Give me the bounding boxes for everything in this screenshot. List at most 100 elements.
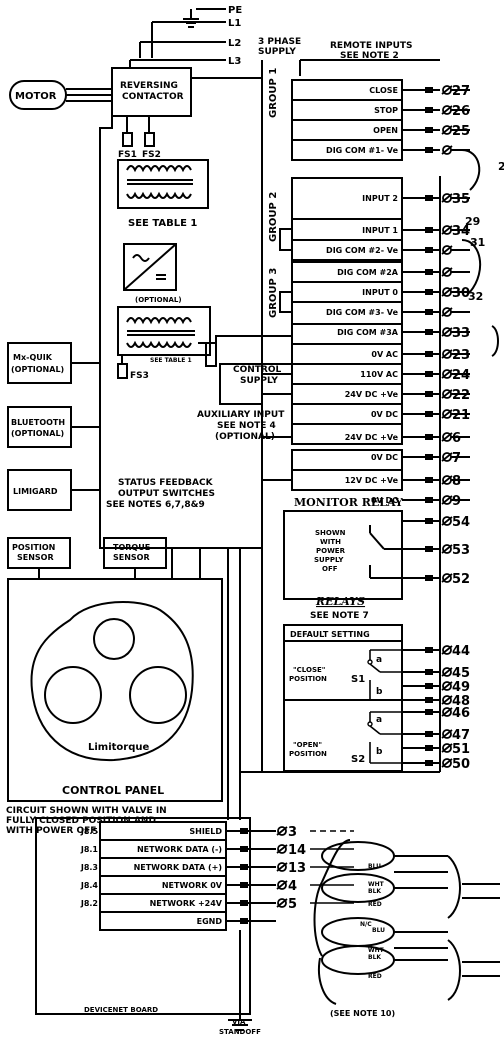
torque-sensor-2: SENSOR [113,553,150,562]
relay-terminal-number: 50 [452,757,470,772]
supply-pe: PE [228,5,242,16]
terminal-label: DIG COM #2- Ve [326,246,399,255]
close-s1: S1 [351,674,365,685]
devicenet-pin: J8.1 [80,845,99,854]
monitor-relay-title: MONITOR RELAY [294,496,403,509]
close-pos-1: "CLOSE" [293,666,325,674]
side-28: 28 [498,160,504,173]
devicenet-label: NETWORK DATA (+) [134,863,222,872]
terminal-label: 0V DC [371,453,398,462]
terminal-number: 6 [452,431,461,446]
devicenet-terminal-number: 5 [288,897,297,912]
cable-wht2: WHT [368,947,385,954]
circuit-note-3: WITH POWER OFF. [6,826,99,836]
group-1-label: GROUP 1 [268,68,279,118]
open-contact-a: a [376,715,382,725]
contactor-label-1: REVERSING [120,81,178,91]
devicenet-pin: J8.2 [80,899,98,908]
terminal-label: 24V DC +Ve [345,390,399,399]
devicenet-terminal-number: 14 [288,843,306,858]
monitor-with: WITH [320,538,341,546]
relay-terminal-number: 45 [452,666,470,681]
terminal-number: 34 [452,224,470,239]
cable-blu: BLU [368,863,381,870]
optional-label: (OPTIONAL) [135,296,182,304]
position-sensor-2: SENSOR [17,553,54,562]
devicenet-label: NETWORK +24V [150,899,223,908]
cable-red2: RED [368,973,382,980]
mxquik-label-1: Mx-QUIK [13,353,53,362]
terminal-label: 12V DC +Ve [345,476,399,485]
panel-label: CONTROL PANEL [62,784,164,797]
cable-red: RED [368,901,382,908]
open-pos-2: POSITION [289,750,327,758]
supply-title-2: SUPPLY [258,47,296,57]
side-29: 29 [465,215,480,228]
devicenet-label: NETWORK 0V [162,881,223,890]
group-2-label: GROUP 2 [268,192,279,242]
supply-l1: L1 [228,18,241,29]
terminal-number: 23 [452,348,470,363]
devicenet-label: SHIELD [189,827,222,836]
terminal-number: 24 [452,368,470,383]
control-supply-1: CONTROL [233,365,282,375]
fuse-fs2: FS2 [142,150,161,160]
monitor-power: POWER [316,547,346,555]
terminal-label: 0V AC [371,350,398,359]
terminal-label: 0V DC [371,410,398,419]
terminal-number: 25 [452,124,470,139]
terminal-number: 33 [452,326,470,341]
relay-terminal-number: 46 [452,706,470,721]
fuse-fs1: FS1 [118,150,137,160]
status-line-3: SEE NOTES 6,7,8&9 [106,500,205,510]
via-2: STANDOFF [219,1028,261,1036]
supply-l2: L2 [228,38,241,49]
mxquik-label-2: (OPTIONAL) [11,365,64,374]
cable-blk: BLK [368,888,381,895]
terminal-number: 9 [452,494,461,509]
supply-l3: L3 [228,56,241,67]
aux-line-3: (OPTIONAL) [215,432,275,442]
aux-line-2: SEE NOTE 4 [217,421,276,431]
see-note-10: (SEE NOTE 10) [330,1009,395,1018]
devicenet-terminal-number: 13 [288,861,306,876]
terminal-label: CLOSE [369,86,398,95]
terminal-label: DIG COM #2A [337,268,399,277]
terminal-label: 110V AC [360,370,398,379]
supply-title-1: 3 PHASE [258,37,301,47]
control-supply-2: SUPPLY [240,376,278,386]
terminal-label: INPUT 2 [362,194,398,203]
close-pos-2: POSITION [289,675,327,683]
terminal-number: 27 [452,84,470,99]
relay-terminal-number: 48 [452,694,470,709]
devicenet-label: EGND [197,917,223,926]
aux-line-1: AUXILIARY INPUT [197,410,285,420]
cable-nc: N/C [360,921,372,928]
relay-terminal-number: 51 [452,742,470,757]
close-contact-b: b [376,687,383,697]
status-line-2: OUTPUT SWITCHES [118,489,215,499]
bluetooth-label-2: (OPTIONAL) [11,429,64,438]
terminal-label: STOP [374,106,398,115]
see-table-1-small: SEE TABLE 1 [150,357,192,364]
open-s2: S2 [351,754,365,765]
terminal-number: 21 [452,408,470,423]
relays-title: RELAYS [315,595,365,608]
terminal-number: 8 [452,474,461,489]
relays-default: DEFAULT SETTING [290,630,370,639]
devicenet-pin: J8.5 [80,827,99,836]
contactor-label-2: CONTACTOR [122,92,184,102]
terminal-label: 0V DC [371,496,398,505]
bluetooth-label-1: BLUETOOTH [11,418,65,427]
relay-terminal-number: 49 [452,680,470,695]
panel-brand: Limitorque [88,742,150,753]
open-contact-b: b [376,747,383,757]
devicenet-terminal-number: 3 [288,825,297,840]
terminal-label: INPUT 1 [362,226,398,235]
monitor-shown: SHOWN [315,529,346,537]
terminal-label: DIG COM #1- Ve [326,146,399,155]
see-table-1: SEE TABLE 1 [128,218,197,229]
fuse-fs3: FS3 [130,371,149,381]
monitor-supply: SUPPLY [314,556,344,564]
